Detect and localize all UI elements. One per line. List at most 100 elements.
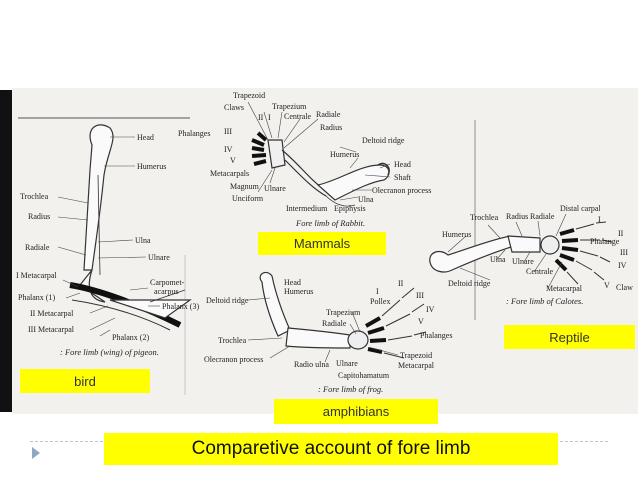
pigeon-part-i-metacarpal: I Metacarpal xyxy=(16,271,57,280)
rabbit-part-head: Head xyxy=(394,160,411,169)
frog-digits xyxy=(365,316,387,354)
rabbit-part-epiphysis: Epiphysis xyxy=(334,204,366,213)
rabbit-caption: Fore limb of Rabbit. xyxy=(295,218,365,228)
frog-part-radiale: Radiale xyxy=(322,319,347,328)
rabbit-part-humerus: Humerus xyxy=(330,150,359,159)
mammals-label: Mammals xyxy=(258,232,386,255)
rabbit-part-deltoid-ridge: Deltoid ridge xyxy=(362,136,405,145)
pigeon-part-phalanx-3: Phalanx (3) xyxy=(162,302,199,311)
rabbit-part-metacarpals: Metacarpals xyxy=(210,169,249,178)
frog-part-iii: III xyxy=(416,291,424,300)
calotes-limb-drawing xyxy=(429,235,560,273)
calotes-part-radius: Radius xyxy=(506,212,528,221)
calotes-part-metacarpal: Metacarpal xyxy=(546,284,583,293)
rabbit-part-radius: Radius xyxy=(320,123,342,132)
pigeon-part-carpometacarpus-2: acarpus xyxy=(154,287,178,296)
pigeon-part-ulnare: Ulnare xyxy=(148,253,170,262)
frog-part-humerus: Humerus xyxy=(284,287,313,296)
calotes-part-ulna: Ulna xyxy=(490,255,506,264)
frog-part-olecranon: Olecranon process xyxy=(204,355,263,364)
pigeon-part-phalanx-1: Phalanx (1) xyxy=(18,293,55,302)
frog-part-ii: II xyxy=(398,279,404,288)
calotes-part-phalange: Phalange xyxy=(590,237,620,246)
frog-label-lines xyxy=(247,297,399,363)
calotes-part-radiale: Radiale xyxy=(530,212,555,221)
calotes-digits xyxy=(554,228,579,272)
pigeon-part-ulna: Ulna xyxy=(135,236,151,245)
frog-part-phalanges: Phalanges xyxy=(420,331,452,340)
frog-part-ulnare: Ulnare xyxy=(336,359,358,368)
frog-part-capitohamatum: Capitohamatum xyxy=(338,371,390,380)
rabbit-part-trapezoid: Trapezoid xyxy=(233,91,265,100)
rabbit-part-iv: IV xyxy=(224,145,233,154)
calotes-part-v: V xyxy=(604,281,610,290)
calotes-part-ulnare: Ulnare xyxy=(512,257,534,266)
calotes-part-humerus: Humerus xyxy=(442,230,471,239)
pigeon-wing-drawing xyxy=(69,124,192,331)
calotes-part-centrale: Centrale xyxy=(526,267,554,276)
pigeon-part-phalanx-2: Phalanx (2) xyxy=(112,333,149,342)
rabbit-digits xyxy=(251,131,268,166)
rabbit-part-intermedium: Intermedium xyxy=(286,204,328,213)
rabbit-part-radiale: Radiale xyxy=(316,110,341,119)
rabbit-label-lines xyxy=(247,101,391,201)
calotes-part-distal-carpal: Distal carpal xyxy=(560,204,601,213)
rabbit-part-shaft: Shaft xyxy=(394,173,412,182)
frog-part-trochlea: Trochlea xyxy=(218,336,247,345)
rabbit-part-centrale: Centrale xyxy=(284,112,312,121)
rabbit-part-unciform: Unciform xyxy=(232,194,264,203)
calotes-part-deltoid-ridge: Deltoid ridge xyxy=(448,279,491,288)
slide-title: Comparetive account of fore limb xyxy=(104,433,558,465)
calotes-part-iv: IV xyxy=(618,261,627,270)
reptile-label: Reptile xyxy=(504,325,635,349)
rabbit-part-ulna: Ulna xyxy=(358,195,374,204)
play-triangle-icon xyxy=(32,447,40,459)
rabbit-part-phalanges: Phalanges xyxy=(178,129,210,138)
rabbit-part-ulnare: Ulnare xyxy=(264,184,286,193)
frog-part-pollex: Pollex xyxy=(370,297,390,306)
rabbit-part-claws: Claws xyxy=(224,103,244,112)
calotes-caption: : Fore limb of Calotes. xyxy=(506,296,583,306)
pigeon-part-humerus: Humerus xyxy=(137,162,166,171)
calotes-part-trochlea: Trochlea xyxy=(470,213,499,222)
frog-limb-drawing xyxy=(259,271,369,350)
frog-caption: : Fore limb of frog. xyxy=(318,384,383,394)
pigeon-part-radius: Radius xyxy=(28,212,50,221)
frog-phalanges xyxy=(381,287,427,359)
frog-part-radio-ulna: Radio ulna xyxy=(294,360,329,369)
rabbit-part-ii: II xyxy=(258,113,264,122)
frog-part-metacarpal: Metacarpal xyxy=(398,361,435,370)
frog-part-v: V xyxy=(418,317,424,326)
pigeon-part-trochlea: Trochlea xyxy=(20,192,49,201)
calotes-part-ii: II xyxy=(618,229,624,238)
calotes-part-i: I xyxy=(598,215,601,224)
calotes-phalanges xyxy=(566,221,613,285)
rabbit-limb-drawing xyxy=(267,139,390,207)
pigeon-part-iii-metacarpal: III Metacarpal xyxy=(28,325,75,334)
rabbit-part-iii: III xyxy=(224,127,232,136)
frog-part-trapezium: Trapezium xyxy=(326,308,361,317)
pigeon-part-ii-metacarpal: II Metacarpal xyxy=(30,309,74,318)
pigeon-label-lines xyxy=(57,136,160,337)
rabbit-part-i: I xyxy=(268,113,271,122)
rabbit-part-trapezium: Trapezium xyxy=(272,102,307,111)
calotes-part-iii: III xyxy=(620,248,628,257)
frog-part-head: Head xyxy=(284,278,301,287)
bird-label: bird xyxy=(20,369,150,393)
frog-part-trapezoid: Trapezoid xyxy=(400,351,432,360)
rabbit-part-v: V xyxy=(230,156,236,165)
amphibians-label: amphibians xyxy=(274,399,438,424)
frog-part-i: I xyxy=(376,287,379,296)
frog-part-iv: IV xyxy=(426,305,435,314)
rabbit-part-magnum: Magnum xyxy=(230,182,260,191)
left-black-bar xyxy=(0,90,12,412)
pigeon-part-head: Head xyxy=(137,133,154,142)
rabbit-part-olecranon: Olecranon process xyxy=(372,186,431,195)
pigeon-part-radiale: Radiale xyxy=(25,243,50,252)
pigeon-caption: : Fore limb (wing) of pigeon. xyxy=(60,347,159,357)
calotes-label-lines xyxy=(447,213,567,289)
calotes-part-claw: Claw xyxy=(616,283,633,292)
pigeon-part-carpometacarpus-1: Carpomet- xyxy=(150,278,185,287)
